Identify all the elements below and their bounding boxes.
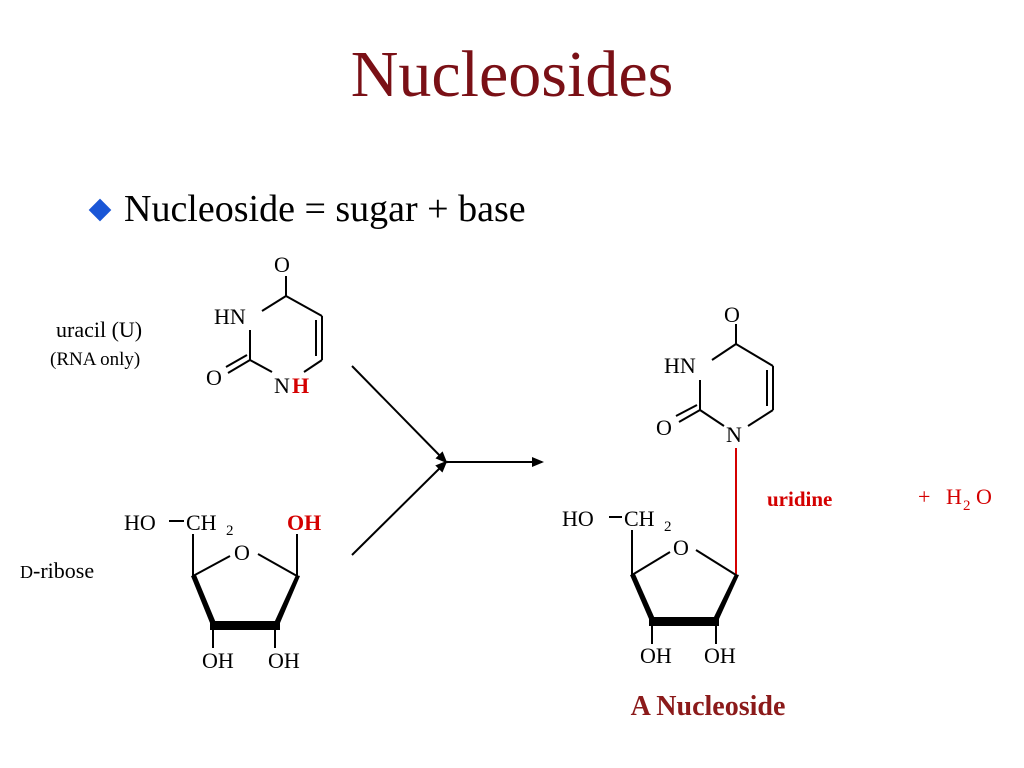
- bullet-item: Nucleoside = sugar + base: [88, 188, 526, 230]
- uridine-ho: HO: [562, 506, 594, 531]
- ribose-oh-left: OH: [202, 648, 234, 673]
- slide-title: Nucleosides: [350, 38, 674, 111]
- uracil-o-top: O: [274, 252, 290, 277]
- uridine-ring-o: O: [673, 535, 689, 560]
- uracil-hn: HN: [214, 304, 246, 329]
- uridine-ch: CH: [624, 506, 655, 531]
- uridine-oh-left: OH: [640, 643, 672, 668]
- uracil-note: (RNA only): [50, 349, 141, 370]
- uridine-o-left: O: [656, 415, 672, 440]
- uridine-label: uridine: [767, 487, 832, 511]
- uridine-base-structure: [675, 324, 774, 427]
- water-sub: 2: [963, 498, 971, 514]
- bullet-text: Nucleoside = sugar + base: [124, 188, 526, 230]
- ribose-name: -ribose: [33, 558, 95, 583]
- uracil-o-left: O: [206, 365, 222, 390]
- ribose-ring-o: O: [234, 540, 250, 565]
- ribose-oh-highlight: OH: [287, 510, 321, 535]
- uracil-structure: [225, 276, 323, 374]
- uridine-n: N: [726, 422, 742, 447]
- water-o: O: [976, 484, 992, 509]
- uridine-left-wedge: [630, 574, 655, 619]
- nucleoside-caption: A Nucleoside: [631, 691, 786, 722]
- water-h: H: [946, 484, 962, 509]
- uridine-right-wedge: [713, 574, 739, 619]
- uridine-ch-sub: 2: [664, 519, 672, 535]
- uridine-oh-right: OH: [704, 643, 736, 668]
- ribose-ho: HO: [124, 510, 156, 535]
- ribose-ch: CH: [186, 510, 217, 535]
- uracil-label: uracil (U): [56, 317, 143, 342]
- uridine-o-top: O: [724, 302, 740, 327]
- ribose-label: D-ribose: [20, 560, 94, 582]
- uridine-hn: HN: [664, 353, 696, 378]
- uracil-n: N: [274, 373, 290, 398]
- uridine-sugar-structure: [609, 516, 737, 644]
- uridine-bottom-bond: [649, 617, 719, 626]
- ribose-ch-sub: 2: [226, 523, 234, 539]
- ribose-left-wedge: [191, 575, 216, 623]
- ribose-oh-right: OH: [268, 648, 300, 673]
- ribose-prefix: D: [20, 562, 33, 582]
- ribose-right-wedge: [274, 575, 300, 623]
- ribose-structure: [169, 520, 298, 648]
- ribose-bottom-bond: [210, 621, 280, 630]
- uracil-h-highlight: H: [292, 373, 309, 398]
- reaction-arrows: [351, 365, 544, 556]
- water-plus: +: [918, 484, 930, 509]
